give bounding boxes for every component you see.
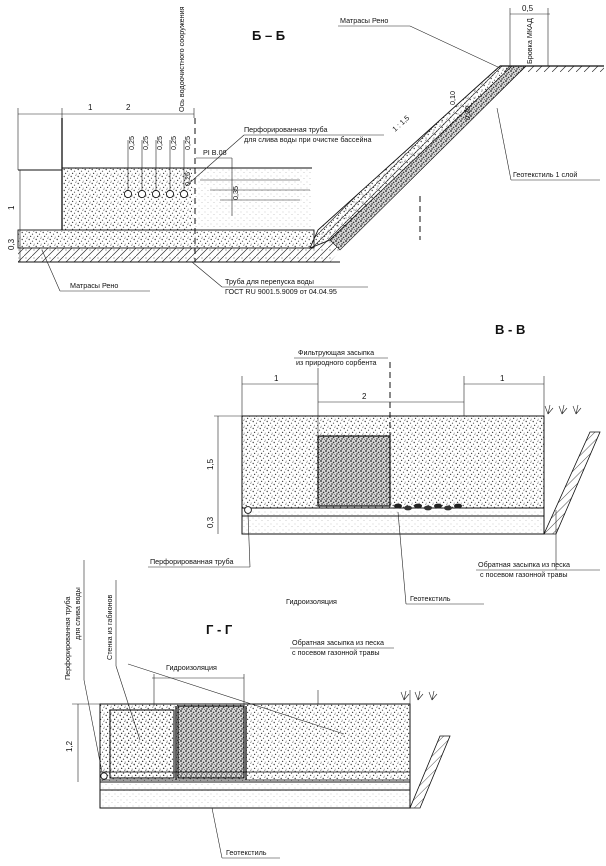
gg-dim-12: 1,2 [65,740,74,752]
pipe-icon [244,506,252,514]
svg-text:0,25: 0,25 [155,136,164,150]
section-gg: Г - Г 1,2 Перфорированная тр [63,560,451,859]
svg-text:0,25: 0,25 [183,136,192,150]
bb-slope-mattress [309,65,514,249]
gg-pipe-sub: для слива воды [73,587,82,640]
vv-waterproof-label: Гидроизоляция [286,597,337,606]
bb-water-fill [192,168,312,230]
vv-backfill-label: Обратная засыпка из песка [478,560,570,569]
pipe-icon [151,189,161,199]
vv-filter-sub: из природного сорбента [296,358,377,367]
svg-text:0,25: 0,25 [183,172,192,186]
gg-grass-icon [400,690,438,701]
section-vv-title: В - В [495,322,525,337]
vv-dim-1a: 1 [274,374,279,383]
gg-base-layer [99,781,411,809]
bb-mkad-label: Бровка МКАД [525,18,534,64]
bb-pipe-spacing: 0,25 0,25 0,25 0,25 0,25 0,25 [127,136,192,186]
gg-pipe-layer [99,771,411,781]
gg-waterproof-label: Гидроизоляция [166,663,217,672]
bb-gravel-fill [62,168,192,230]
gg-gabion-label: Стенка из габионов [105,594,114,660]
bb-perforated-sub: для слива воды при очистке бассейна [244,135,371,144]
bb-dim-h03: 0,3 [7,238,16,250]
pipe-icon [165,189,175,199]
bb-thk-030: 0,30 [463,106,472,120]
vv-backfill-sub: с посевом газонной травы [480,570,568,579]
gg-geotextile-label: Геотекстиль [226,848,267,857]
pipe-icon [179,189,189,199]
gg-slope [409,735,451,809]
gg-gabion-wall [109,709,175,779]
bb-pi-label: PI B.08 [203,148,227,157]
pipe-icon [137,189,147,199]
bb-mattress-top-label: Матрасы Рено [340,16,388,25]
vv-geotextile-label: Геотекстиль [410,594,451,603]
bb-slope-geotextile [329,65,527,251]
section-bb: Б – Б [7,4,604,296]
vv-dim-2: 2 [362,392,367,401]
vv-perforated-label: Перфорированная труба [150,557,233,566]
gg-pipe-label: Перфорированная труба [63,597,72,680]
bb-gost-label: ГОСТ RU 9001.5.9009 от 04.04.95 [225,287,337,296]
bb-axis-label: Ось водоочистного сооружения [177,6,186,112]
bb-bypass-label: Труба для перепуска воды [225,277,314,286]
vv-dim-03: 0,3 [206,516,215,528]
pipe-icon [123,189,133,199]
bb-thk-010: 0,10 [448,91,457,105]
section-vv: В - В [148,322,601,606]
bb-slope-label: 1 : 1,5 [390,113,411,133]
svg-text:0,25: 0,25 [141,136,150,150]
svg-text:0,25: 0,25 [169,136,178,150]
vv-dim-1b: 1 [500,374,505,383]
svg-text:0,25: 0,25 [127,136,136,150]
bb-geotextile-label: Геотекстиль 1 слой [513,170,577,179]
vv-slope [543,431,601,535]
bb-dim-h1: 1 [7,205,16,210]
section-bb-title: Б – Б [252,28,285,43]
bb-pipes [123,140,189,199]
gg-waterproof-insert [177,705,245,779]
vv-filter-label: Фильтрующая засыпка [298,348,374,357]
bb-dim-035: 0,35 [231,186,240,200]
vv-base-layer [241,507,545,535]
bb-dim-2: 2 [126,103,131,112]
pipe-icon [100,772,108,780]
vv-filter-insert [317,435,391,507]
gg-backfill-label: Обратная засыпка из песка [292,638,384,647]
section-gg-title: Г - Г [206,622,233,637]
bb-bottom-mattress [17,229,315,249]
bb-mattress-bottom-label: Матрасы Рено [70,281,118,290]
bb-dim-05: 0,5 [522,4,534,13]
vv-dim-15: 1,5 [206,458,215,470]
bb-perforated-label: Перфорированная труба [244,125,327,134]
bb-dim-1: 1 [88,103,93,112]
gg-backfill-sub: с посевом газонной травы [292,648,380,657]
vv-pebbles [394,503,462,511]
vv-grass-icon [544,404,582,415]
vv-gravel-body [241,415,545,509]
